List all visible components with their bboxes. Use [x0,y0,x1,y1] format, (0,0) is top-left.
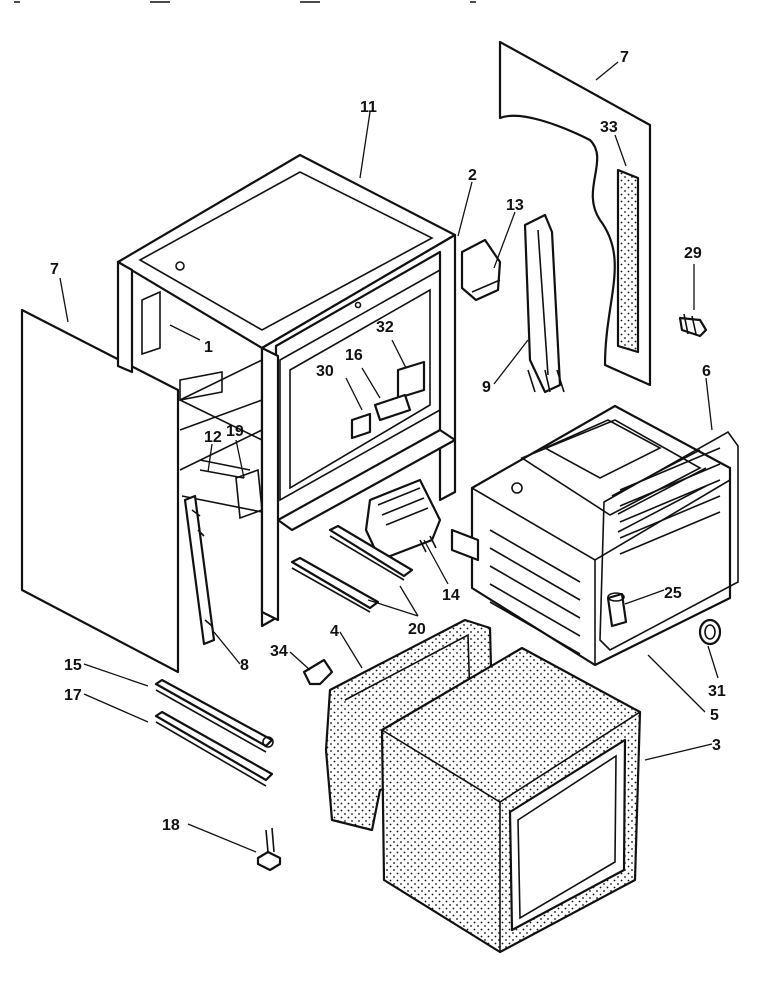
part-oven-liner [450,404,739,667]
part-clip-34 [302,658,334,686]
callout-19: 19 [226,423,244,440]
callout-18: 18 [162,817,180,834]
part-insulation-3 [380,646,642,954]
part-brackets-12-19 [199,468,263,520]
part-side-panel [20,308,180,674]
callout-9: 9 [482,379,491,396]
callout-8: 8 [240,657,249,674]
callout-30: 30 [316,363,334,380]
part-cabinet-frame [116,153,457,628]
callout-14: 14 [442,587,460,604]
callout-2: 2 [468,167,477,184]
part-rails-20 [290,524,414,613]
callout-11: 11 [360,99,377,116]
part-knob-31 [698,618,722,646]
callout-3: 3 [712,737,721,754]
callout-13: 13 [506,197,524,214]
callout-33: 33 [600,119,618,136]
callout-25: 25 [664,585,682,602]
callout-4: 4 [330,623,339,640]
callout-32: 32 [376,319,394,336]
part-back-panel [498,40,652,387]
callout-12: 12 [204,429,222,446]
part-strip-8 [183,494,216,646]
part-bracket-13 [460,238,502,302]
callout-labels: 1 2 3 4 5 6 7 7 8 9 11 12 13 14 15 16 17… [50,49,726,834]
part-base-rails-15-17 [154,678,274,787]
callout-34: 34 [270,643,288,660]
callout-29: 29 [684,245,702,262]
callout-31: 31 [708,683,726,700]
part-channel-9 [523,213,565,394]
callout-5: 5 [710,707,719,724]
leader-lines [59,61,719,853]
callout-15: 15 [64,657,82,674]
callout-6: 6 [702,363,711,380]
callout-17: 17 [64,687,82,704]
callout-7-back: 7 [620,49,629,66]
callout-1: 1 [204,339,213,356]
callout-20: 20 [408,621,426,638]
part-screw-29 [678,313,708,338]
callout-16: 16 [345,347,363,364]
part-leveling-leg-18 [256,827,282,872]
callout-7-side: 7 [50,261,59,278]
part-wiring-box-14 [364,478,442,562]
